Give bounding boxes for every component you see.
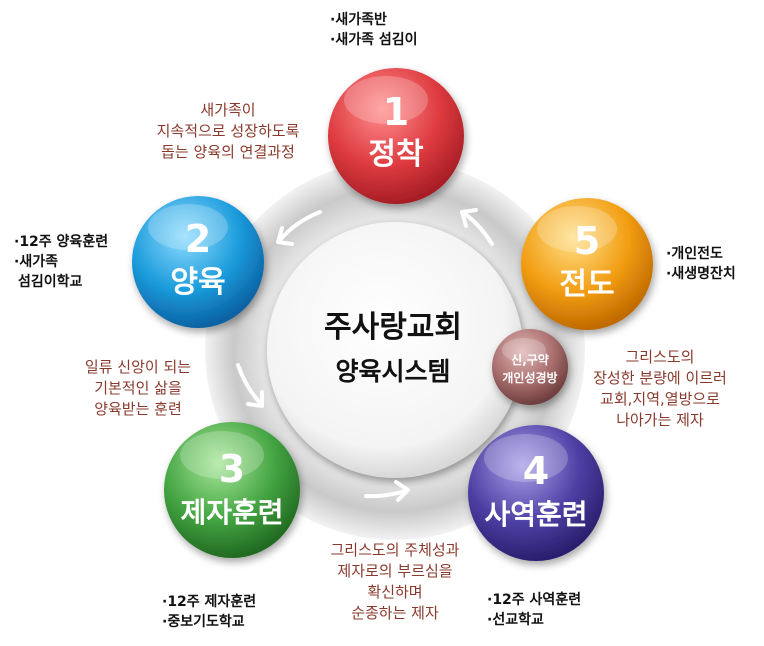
stage-1-circle bbox=[328, 68, 464, 204]
bullet-item: ·새가족 bbox=[14, 254, 58, 270]
stage-4-circle bbox=[468, 425, 604, 561]
note-stage-1-line: 지속적으로 성장하도록 bbox=[156, 122, 300, 140]
bullet-item: ·개인전도 bbox=[666, 246, 723, 262]
note-stage-1-line: 새가족이 bbox=[200, 101, 256, 119]
bullet-item: ·12주 사역훈련 bbox=[487, 592, 582, 608]
bullet-item: ·선교학교 bbox=[487, 612, 544, 628]
note-stage-3-line: 그리스도의 주체성과 bbox=[330, 541, 460, 559]
note-stage-3-line: 순종하는 제자 bbox=[351, 604, 439, 622]
note-stage-5-line: 장성한 분량에 이르러 bbox=[593, 369, 727, 387]
bullets-stage-2: ·12주 양육훈련 ·새가족 섬김이학교 bbox=[14, 232, 108, 292]
note-stage-5-line: 교회,지역,열방으로 bbox=[600, 390, 720, 408]
note-stage-1: 새가족이 지속적으로 성장하도록 돕는 양육의 연결과정 bbox=[118, 100, 338, 163]
center-subtitle: 양육시스템 bbox=[335, 357, 450, 386]
bullet-item: ·새가족반 bbox=[330, 12, 387, 28]
center-title: 주사랑교회 bbox=[324, 310, 462, 345]
stage-3-circle bbox=[164, 422, 300, 558]
stage-5-circle bbox=[521, 198, 653, 330]
stage-2-name: 양육 bbox=[170, 265, 225, 300]
note-stage-5-line: 나아가는 제자 bbox=[616, 411, 704, 429]
bullets-stage-5: ·개인전도 ·새생명잔치 bbox=[666, 244, 736, 284]
stage-1-name: 정착 bbox=[368, 137, 424, 172]
note-stage-2-line: 기본적인 삶을 bbox=[94, 379, 182, 397]
bullet-item: ·12주 제자훈련 bbox=[162, 594, 257, 610]
stage-5-name: 전도 bbox=[559, 267, 614, 302]
mini-circle bbox=[492, 329, 568, 405]
stage-2-number: 2 bbox=[185, 217, 211, 261]
bullet-item: ·12주 양육훈련 bbox=[14, 234, 109, 250]
note-stage-2: 일류 신앙이 되는 기본적인 삶을 양육받는 훈련 bbox=[38, 357, 238, 420]
note-stage-5-line: 그리스도의 bbox=[625, 348, 695, 366]
center-disc bbox=[267, 222, 523, 478]
note-stage-3-line: 제자로의 부르심을 bbox=[337, 562, 453, 580]
note-stage-5: 그리스도의 장성한 분량에 이르러 교회,지역,열방으로 나아가는 제자 bbox=[570, 347, 750, 431]
bullets-stage-4: ·12주 사역훈련 ·선교학교 bbox=[487, 590, 581, 630]
mini-circle-line1: 신,구약 bbox=[511, 352, 549, 367]
stage-3-name: 제자훈련 bbox=[180, 496, 283, 529]
arrow-2-to-3 bbox=[236, 363, 264, 408]
note-stage-3-line: 확신하며 bbox=[367, 583, 423, 601]
bullets-stage-1: ·새가족반 ·새가족 섬김이 bbox=[330, 10, 417, 50]
stage-2-circle bbox=[132, 196, 264, 328]
note-stage-3: 그리스도의 주체성과 제자로의 부르심을 확신하며 순종하는 제자 bbox=[290, 540, 500, 624]
stage-4-name: 사역훈련 bbox=[484, 498, 587, 531]
mini-circle-line2: 개인성경방 bbox=[502, 370, 557, 385]
note-stage-2-line: 일류 신앙이 되는 bbox=[84, 358, 192, 376]
arrow-1-to-2 bbox=[276, 210, 322, 246]
stage-4-number: 4 bbox=[523, 449, 549, 493]
bullet-item: ·중보기도학교 bbox=[162, 614, 245, 630]
bullet-item: ·새생명잔치 bbox=[666, 266, 736, 282]
stage-3-number: 3 bbox=[219, 447, 245, 491]
note-stage-1-line: 돕는 양육의 연결과정 bbox=[161, 143, 295, 161]
note-stage-2-line: 양육받는 훈련 bbox=[94, 400, 182, 418]
arrow-5-to-1 bbox=[460, 208, 494, 246]
bullet-item: ·새가족 섬김이 bbox=[330, 32, 418, 48]
stage-1-number: 1 bbox=[383, 90, 409, 134]
arrow-3-to-4 bbox=[364, 480, 410, 502]
stage-5-number: 5 bbox=[574, 219, 600, 263]
bullet-item: 섬김이학교 bbox=[18, 274, 83, 290]
bullets-stage-3: ·12주 제자훈련 ·중보기도학교 bbox=[162, 592, 256, 632]
